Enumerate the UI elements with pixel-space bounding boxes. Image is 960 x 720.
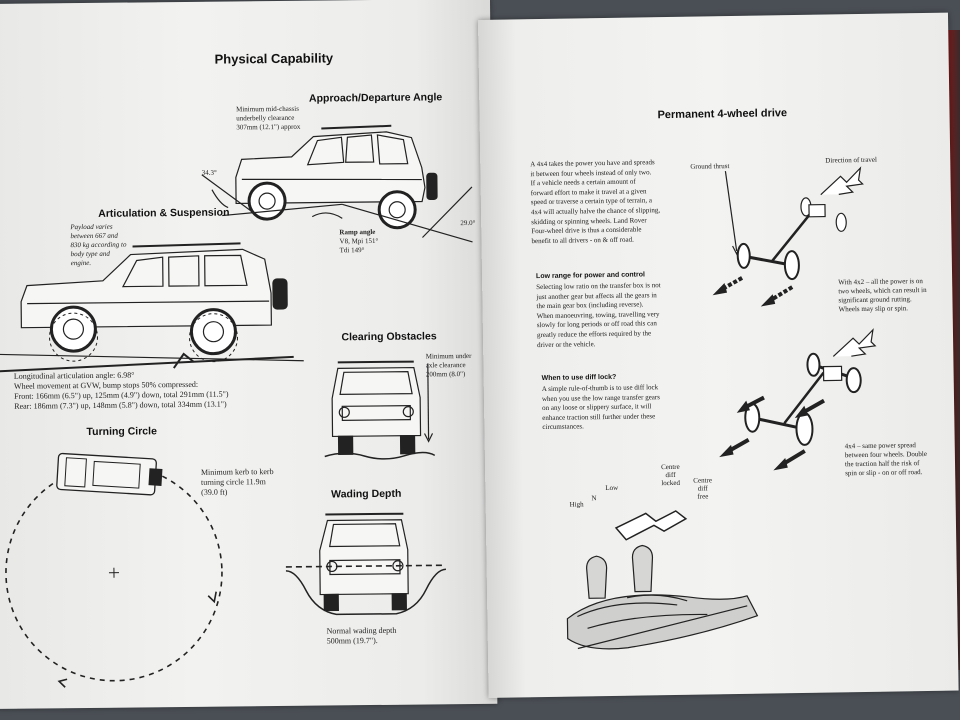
angle-front-label: 34.3° (201, 168, 217, 177)
heading-articulation: Articulation & Suspension (98, 206, 230, 220)
drivetrain-4x2-diagram (712, 166, 864, 307)
right-page: Permanent 4-wheel drive A 4x4 takes the … (478, 12, 959, 698)
articulation-specs: Longitudinal articulation angle: 6.98° W… (13, 370, 229, 411)
diff-lock-paragraph: A simple rule-of-thumb is to use diff lo… (541, 383, 661, 432)
page-title-physical-capability: Physical Capability (214, 50, 334, 67)
left-page: Physical Capability Approach/Departure A… (0, 0, 498, 709)
heading-low-range: Low range for power and control (535, 271, 645, 281)
heading-approach-departure: Approach/Departure Angle (308, 91, 443, 105)
turning-circle-diagram (5, 452, 223, 688)
heading-turning-circle: Turning Circle (86, 425, 157, 439)
note-4x4: 4x4 – same power spread between four whe… (844, 441, 927, 478)
note-4x2: With 4x2 – all the power is on two wheel… (838, 277, 927, 314)
car-side-approach-illustration (201, 124, 473, 243)
gear-label-centre-locked: Centre diff locked (660, 462, 681, 488)
intro-paragraph: A 4x4 takes the power you have and sprea… (530, 158, 661, 245)
heading-wading-depth: Wading Depth (331, 487, 402, 501)
heading-diff-lock: When to use diff lock? (541, 373, 617, 383)
car-front-wading-illustration (285, 512, 447, 616)
page-title-permanent-4wd: Permanent 4-wheel drive (657, 107, 788, 122)
drivetrain-4x4-diagram (719, 328, 877, 471)
car-front-obstacle-illustration (324, 360, 436, 460)
car-side-articulation-illustration (0, 242, 304, 374)
heading-clearing-obstacles: Clearing Obstacles (341, 330, 437, 344)
low-range-paragraph: Selecting low ratio on the transfer box … (536, 281, 661, 349)
wading-depth-note: Normal wading depth 500mm (19.7"). (326, 625, 397, 646)
gear-lever-illustration (566, 510, 759, 650)
